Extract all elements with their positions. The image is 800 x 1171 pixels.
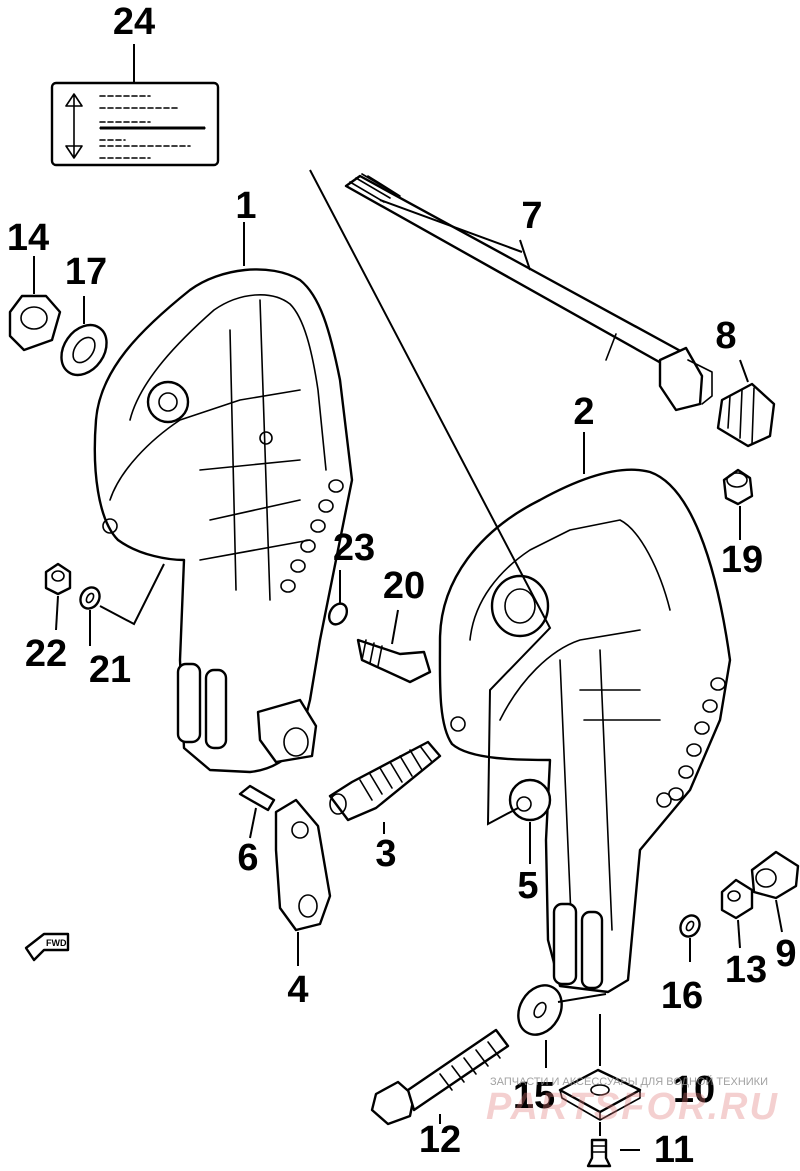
callout-12: 12 — [418, 1119, 462, 1161]
part-19-bushing — [722, 468, 754, 506]
part-1-adjustment-holes — [280, 479, 344, 593]
part-21-nut — [44, 562, 72, 596]
callout-8: 8 — [715, 315, 737, 357]
part-1-clamp-bracket — [93, 268, 354, 774]
callout-15: 15 — [512, 1075, 556, 1117]
part-20-pin — [356, 638, 432, 684]
callout-3: 3 — [375, 833, 397, 875]
part-2-clamp-bracket — [438, 468, 732, 994]
part-7-long-bolt — [344, 173, 713, 412]
callout-7: 7 — [521, 195, 543, 237]
part-14-nut — [8, 294, 62, 352]
part-6-pin — [238, 784, 276, 812]
callout-4: 4 — [287, 969, 309, 1011]
callout-23: 23 — [332, 527, 376, 569]
callout-16: 16 — [660, 975, 704, 1017]
part-15-washer — [517, 984, 563, 1036]
callout-19: 19 — [720, 539, 764, 581]
part-4-link — [274, 798, 332, 932]
part-22-washer — [79, 586, 101, 610]
callout-2: 2 — [573, 391, 595, 433]
callout-13: 13 — [724, 949, 768, 991]
callout-21: 22 — [24, 633, 68, 675]
leader-lines — [33, 44, 783, 1151]
part-16-washer — [679, 914, 701, 938]
part-9-cap — [750, 850, 800, 900]
callout-20: 20 — [382, 565, 426, 607]
part-23-washer — [327, 602, 349, 626]
watermark-logo: PARTSFOR.RU — [486, 1086, 779, 1128]
callout-17: 17 — [64, 251, 108, 293]
part-2-adjustment-holes — [668, 677, 726, 801]
callout-11: 11 — [653, 1129, 695, 1171]
callout-14: 14 — [6, 217, 50, 259]
fwd-marker-text: FWD — [46, 938, 67, 948]
part-8-cap-nut — [716, 382, 776, 448]
watermark-text: ЗАПЧАСТИ И АКСЕССУАРЫ ДЛЯ ВОДНОЙ ТЕХНИКИ — [490, 1076, 768, 1088]
part-12-bolt — [370, 1028, 510, 1126]
callout-5: 5 — [517, 865, 539, 907]
callout-6: 6 — [237, 837, 259, 879]
fwd-arrow-icon: FWD — [24, 932, 70, 962]
callout-10: 10 — [672, 1069, 716, 1111]
callout-22: 21 — [88, 649, 132, 691]
part-17-washer — [60, 323, 108, 377]
part-13-nut — [720, 878, 754, 920]
callout-9: 9 — [775, 933, 797, 975]
callout-24: 24 — [112, 1, 156, 43]
part-3-threaded-screw — [328, 740, 442, 822]
part-11-small-bolt — [586, 1138, 612, 1168]
part-5-bushing — [508, 778, 552, 822]
part-24-label-plate — [50, 81, 220, 167]
part-10-plate — [558, 1068, 642, 1121]
callout-1: 1 — [235, 185, 257, 227]
